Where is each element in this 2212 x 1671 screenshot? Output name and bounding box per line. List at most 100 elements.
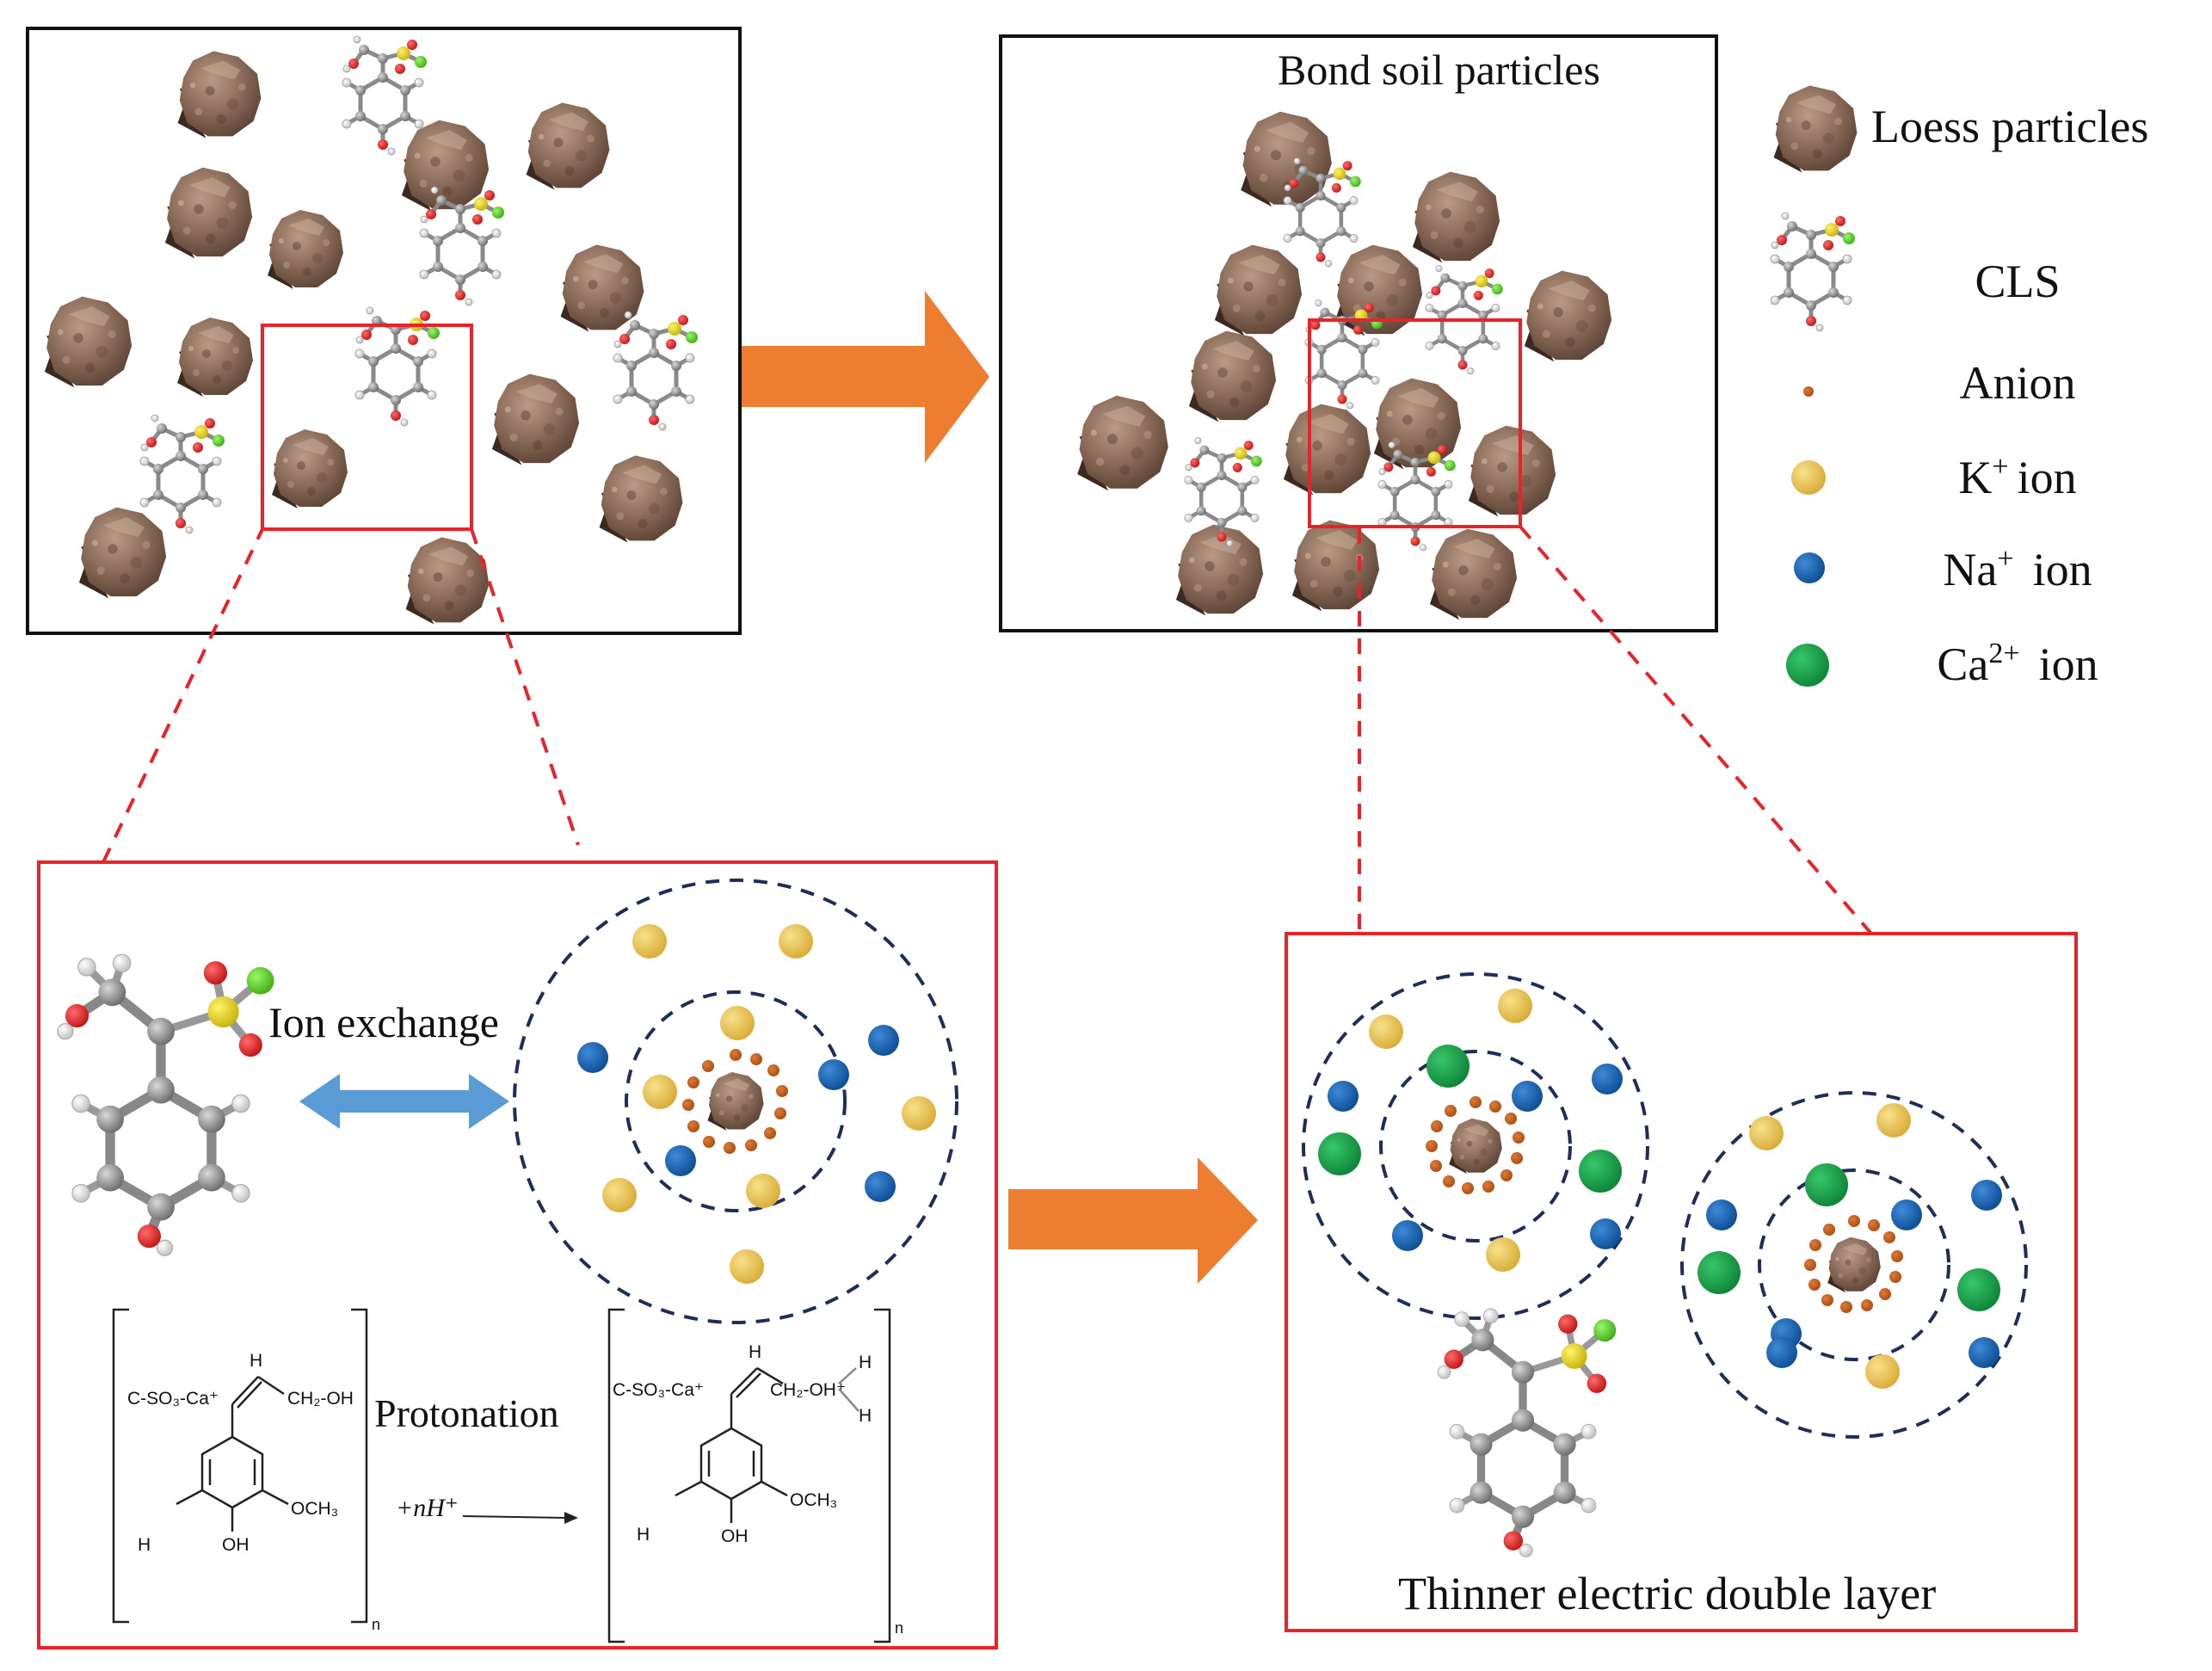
formula-text: H [859,1406,872,1426]
cls-molecule-3d-icon [58,954,274,1255]
soil-particle-icon [1412,171,1500,263]
formula-text: n [372,1616,380,1633]
formula-text: CH₂-OH⁺ [770,1380,846,1400]
na-ion-icon [1392,1220,1423,1251]
k-ion-icon [1486,1237,1520,1272]
anion-ring [1804,1215,1903,1313]
na-ion-icon [1590,1218,1621,1249]
soil-particle-icon [177,51,262,139]
legend-na-label: Na+ion [1943,543,2092,595]
anion-ring [1426,1096,1525,1194]
edl-thin-right [1680,1091,2028,1439]
na-ion-icon [1706,1199,1737,1230]
k-ion-icon [746,1174,780,1208]
cls-molecule-icon [1185,438,1262,547]
soil-particle-icon [1524,270,1612,362]
formula-text: C-SO₃-Ca⁺ [613,1380,704,1400]
panel-ion-exchange: Ion exchange [37,860,998,1649]
legend-cls-label: CLS [1975,256,2060,307]
na-ion-icon [665,1145,696,1176]
ca-ion-icon [1957,1268,2000,1311]
formula-text: H [859,1353,872,1372]
protonation-label: Protonation [374,1391,559,1435]
na-ion-icon [577,1042,608,1073]
soil-particle-icon [272,429,348,509]
panel-dispersed [26,27,742,635]
k-ion-icon [1791,460,1826,495]
panel-thinner-edl: Thinner electric double layer [1285,932,2078,1632]
soil-particle-icon [405,537,490,625]
formula-text: OCH₃ [291,1499,338,1519]
cls-molecule-icon [140,415,225,533]
formula-text: CH₂-OH [287,1389,354,1409]
soil-particle-icon [268,210,343,289]
soil-particle-icon [1773,85,1858,173]
soil-particle-icon [526,102,610,190]
cls-structure-right [607,1308,891,1643]
k-ion-icon [720,1006,755,1040]
reaction-arrow-head [564,1512,578,1524]
soil-particle-icon [491,373,580,466]
na-ion-icon [1794,552,1825,583]
na-ion-icon [1592,1064,1623,1094]
formula-text: H [138,1535,151,1555]
ca-ion-icon [1698,1251,1741,1294]
soil-particle-icon [1077,395,1168,491]
k-ion-icon [730,1249,764,1284]
na-ion-icon [1512,1081,1543,1112]
cls-structure-left-labels: C-SO₃-Ca⁺ H CH₂-OH H OCH₃ OH n [127,1351,380,1633]
soil-particle-icon [1291,520,1380,612]
edl-thin-left [1302,972,1649,1320]
legend-loess-label: Loess particles [1871,101,2148,152]
bond-soil-particles-label: Bond soil particles [1278,46,1600,94]
soil-particle-icon [1214,244,1303,336]
k-ion-icon [1876,1103,1911,1138]
k-ion-icon [602,1178,637,1212]
legend-anion-label: Anion [1960,357,2076,409]
na-ion-icon [865,1171,896,1202]
soil-particle-icon [44,296,132,388]
formula-text: OCH₃ [790,1490,837,1510]
na-ion-icon [1971,1180,2002,1211]
soil-particle-icon [560,244,644,332]
soil-particle-icon [78,507,167,599]
soil-particle-icon [1373,378,1462,470]
zoom-region-frame [261,324,473,531]
formula-text: H [749,1342,761,1362]
ion-exchange-label: Ion exchange [268,998,499,1046]
k-ion-icon [632,924,667,959]
legend: Loess particles CLS Anion K+ion Na+ion C… [1771,85,2148,690]
double-arrow-icon [299,1074,509,1129]
formula-text: n [895,1619,903,1637]
edl-thick [513,879,958,1324]
ca-ion-icon [1805,1163,1848,1206]
ca-ion-icon [1426,1045,1470,1088]
k-ion-icon [779,924,813,959]
ca-ion-icon [1318,1132,1361,1175]
k-ion-icon [1369,1014,1403,1049]
k-ion-icon [1749,1116,1784,1150]
soil-particle-icon [1188,330,1277,422]
soil-particle-icon [1468,425,1556,517]
soil-particle-icon [1827,1236,1881,1293]
panel-dispersed-frame [26,27,742,635]
arrow-right-icon [1008,1157,1258,1284]
na-ion-icon [1891,1199,1922,1230]
soil-particle-icon [177,318,253,397]
arrow-right-icon [742,291,989,463]
soil-particle-icon [1283,404,1371,496]
ca-ion-icon [1786,644,1829,687]
k-ion-icon [1865,1354,1900,1389]
cls-molecule-icon [1771,213,1855,331]
soil-particle-icon [599,455,683,543]
cls-molecule-3d-icon [1438,1309,1616,1557]
panel-ion-exchange-frame [37,860,998,1649]
na-ion-icon [1969,1337,1999,1368]
na-ion-icon [868,1025,899,1056]
formula-text: C-SO₃-Ca⁺ [127,1389,219,1409]
legend-ca-label: Ca2+ion [1937,638,2098,690]
panel-bonded: Bond soil particles [999,34,1718,632]
k-ion-icon [1498,989,1532,1023]
soil-particle-icon [164,167,253,259]
